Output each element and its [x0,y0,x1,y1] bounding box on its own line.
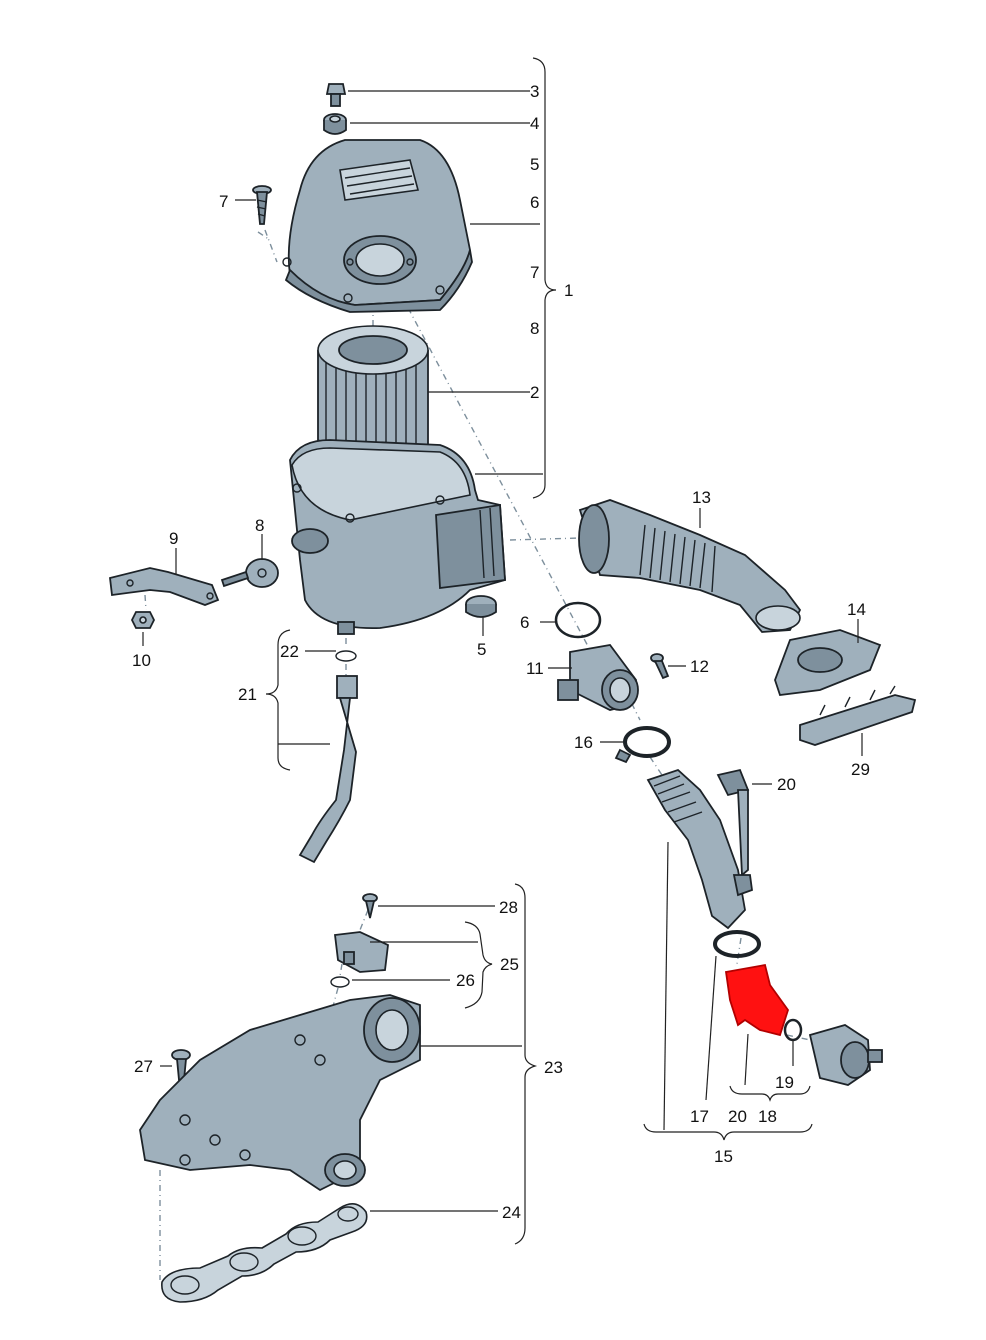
callout-5-top: 5 [530,155,539,174]
bolt-3 [325,83,347,107]
air-filter-housing [289,439,506,635]
screw-7 [252,185,272,225]
callout-11: 11 [526,659,544,678]
callout-22: 22 [280,642,299,661]
grommet-5 [465,595,497,618]
gasket-24 [161,1203,368,1303]
o-ring-6 [554,601,602,639]
sensor-25 [333,931,389,973]
callout-24: 24 [502,1203,521,1222]
callout-13: 13 [692,488,711,507]
callout-20-lower: 20 [728,1107,747,1126]
callout-28: 28 [499,898,518,917]
mount-8 [220,558,279,588]
air-filter-cover-6 [282,139,473,313]
clamp-16 [614,726,671,764]
callout-3: 3 [530,82,539,101]
o-ring-22 [335,650,357,662]
highlighted-pipe-20 [724,963,789,1037]
callout-7-right: 7 [530,263,539,282]
drain-hose-21 [298,675,358,864]
callout-14: 14 [847,600,866,619]
callout-19: 19 [775,1073,794,1092]
callout-29: 29 [851,760,870,779]
callout-1: 1 [564,281,573,300]
callout-18: 18 [758,1107,777,1126]
callout-9: 9 [169,529,178,548]
callout-8-right: 8 [530,319,539,338]
air-hose-13 [578,499,802,633]
callout-21: 21 [238,685,257,704]
callout-17: 17 [690,1107,709,1126]
screw-12 [650,653,670,680]
valve-18 [808,1024,883,1086]
callout-2: 2 [530,383,539,402]
callout-25: 25 [500,955,519,974]
callout-labels: 3 4 5 6 7 1 8 2 7 13 9 8 14 6 5 22 10 11… [132,82,870,1222]
callout-16: 16 [574,733,593,752]
callout-23: 23 [544,1058,563,1077]
callout-15: 15 [714,1147,733,1166]
callout-26: 26 [456,971,475,990]
hose-15 [646,768,753,930]
adapter-14 [774,629,882,696]
bracket-9 [109,567,220,606]
leader-lines [142,57,863,1245]
callout-6-lower: 6 [520,613,529,632]
callout-4: 4 [530,114,539,133]
o-ring-26 [330,976,350,988]
callout-6-top: 6 [530,193,539,212]
screw-28 [362,893,378,919]
o-ring-19 [783,1018,803,1042]
filter-element-2 [317,325,429,458]
ring-17 [713,930,761,958]
callout-8-left: 8 [255,516,264,535]
callout-5-lower: 5 [477,640,486,659]
bracket-29 [799,685,917,746]
intake-manifold-23 [139,994,421,1192]
nut-10 [130,611,156,629]
callout-20-upper: 20 [777,775,796,794]
flap-housing-11 [557,644,639,711]
grommet-4 [323,113,347,135]
callout-12: 12 [690,657,709,676]
callout-27: 27 [134,1057,153,1076]
callout-10: 10 [132,651,151,670]
callout-7-left: 7 [219,192,228,211]
